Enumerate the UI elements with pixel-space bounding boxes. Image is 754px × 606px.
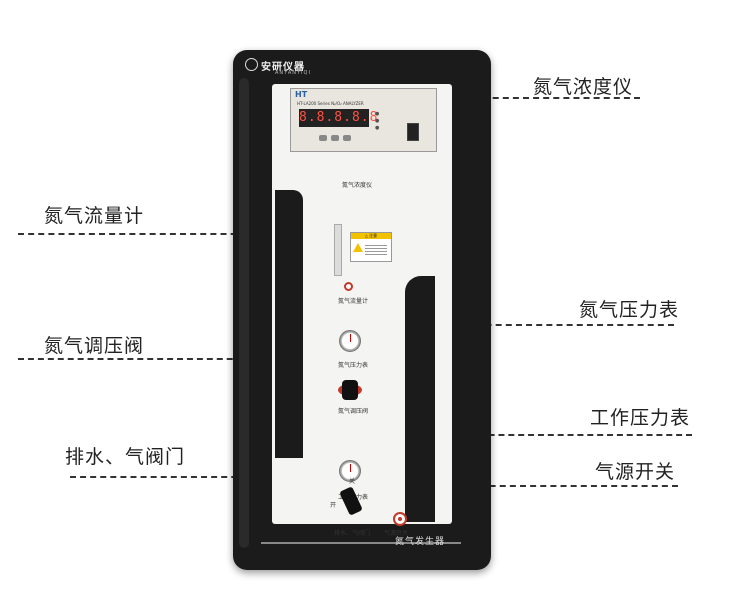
analyzer-logo: HT (295, 90, 308, 99)
work-pressure-gauge (339, 460, 361, 482)
n2-regulator-knob[interactable] (342, 380, 358, 400)
right-recess (405, 276, 435, 522)
cabinet-edge (239, 78, 249, 548)
analyzer-button-2[interactable] (331, 135, 339, 141)
leader-n2-regulator (18, 358, 352, 360)
n2-analyzer-module: HT HT-LA200 Series N₂/O₂ ANALYZER 8.8.8.… (290, 88, 437, 152)
warning-sticker: △ 注意 (350, 232, 392, 262)
leader-n2-analyzer (412, 97, 640, 99)
analyzer-button-3[interactable] (343, 135, 351, 141)
leader-n2-pressure-gauge (374, 324, 674, 326)
flowmeter-label: 氮气流量计 (338, 298, 369, 305)
callout-n2-flowmeter: 氮气流量计 (44, 205, 145, 227)
drain-label: 排水、气阀门 (334, 530, 371, 537)
left-recess (275, 190, 303, 458)
warning-text-lines (365, 243, 387, 255)
concentration-display: 8.8.8.8.8 (299, 109, 379, 127)
front-panel: HT HT-LA200 Series N₂/O₂ ANALYZER 8.8.8.… (272, 84, 452, 537)
callout-drain-valve: 排水、气阀门 (65, 446, 186, 468)
product-name: 氮气发生器 (395, 537, 446, 547)
brand-subtitle: ANYANYIQI (275, 70, 311, 76)
bottom-trim (261, 542, 461, 544)
leader-drain-valve (70, 476, 328, 478)
callout-power-switch: 气源开关 (595, 461, 676, 483)
callout-n2-pressure-gauge: 氮气压力表 (579, 299, 680, 321)
analyzer-power-switch[interactable] (407, 123, 419, 141)
warning-title: △ 注意 (351, 233, 391, 239)
indicator-leds: ●●● (375, 111, 380, 131)
leader-n2-flowmeter (18, 233, 348, 235)
analyzer-label: 氮气浓度仪 (342, 182, 373, 189)
open-label: 开 (330, 502, 337, 509)
gas-source-switch[interactable] (393, 512, 407, 526)
n2-pressure-gauge (339, 330, 361, 352)
callout-n2-analyzer: 氮气浓度仪 (533, 76, 634, 98)
flow-valve-knob[interactable] (344, 282, 353, 291)
analyzer-button-1[interactable] (319, 135, 327, 141)
power-label: 气源开关 (384, 530, 409, 537)
drain-valve-handle[interactable] (339, 486, 363, 516)
warning-triangle-icon (353, 243, 363, 252)
nitrogen-generator-cabinet: 安研仪器 ANYANYIQI HT HT-LA200 Series N₂/O₂ … (233, 50, 491, 570)
analyzer-model: HT-LA200 Series N₂/O₂ ANALYZER (297, 101, 364, 106)
leader-work-pressure-gauge (380, 434, 692, 436)
n2-flowmeter-tube (334, 224, 342, 276)
brand-name: 安研仪器 (261, 62, 305, 73)
callout-work-pressure-gauge: 工作压力表 (590, 407, 691, 429)
callout-n2-regulator: 氮气调压阀 (44, 335, 145, 357)
regulator-label: 氮气调压阀 (338, 408, 369, 415)
brand-logo-icon (245, 58, 258, 71)
close-label: 关 (349, 478, 356, 485)
leader-power-switch (368, 485, 678, 487)
n2-gauge-label: 氮气压力表 (338, 362, 369, 369)
